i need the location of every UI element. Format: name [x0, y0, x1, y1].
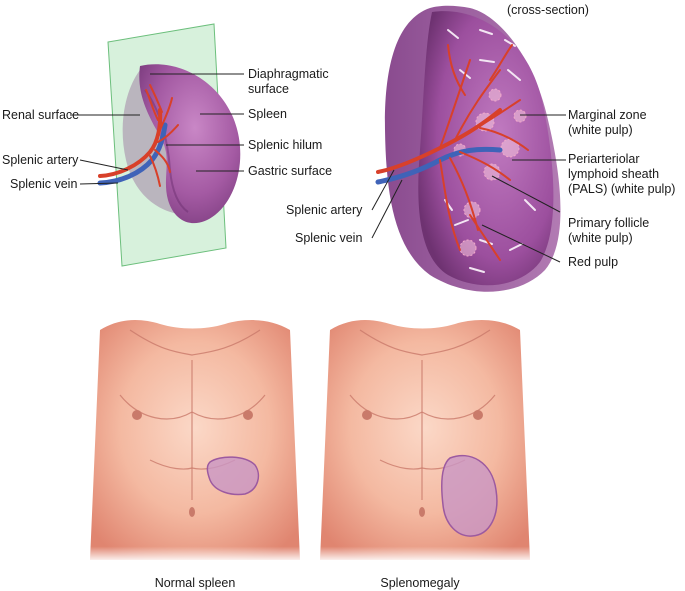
label-primary-follicle-line2: (white pulp)	[568, 231, 633, 245]
label-splenic-hilum: Splenic hilum	[248, 138, 323, 152]
torso-splenomegaly	[315, 320, 535, 562]
label-renal-surface: Renal surface	[2, 108, 80, 122]
label-spleen: Spleen	[248, 107, 287, 121]
external-leader-lines	[70, 73, 244, 185]
label-cross-section-title: (cross-section)	[507, 3, 589, 17]
external-spleen-view	[70, 23, 244, 267]
right-nipple-enlarged	[473, 410, 483, 420]
right-nipple-normal	[243, 410, 253, 420]
label-marginal-zone-line2: (white pulp)	[568, 123, 633, 137]
cross-section-spleen-view	[371, 5, 566, 292]
label-diaphragmatic-surface-line2: surface	[248, 82, 289, 96]
caption-splenomegaly: Splenomegaly	[380, 576, 460, 590]
spleen-body	[139, 64, 241, 224]
label-pals-line2: lymphoid sheath	[568, 167, 660, 181]
label-splenic-artery-external: Splenic artery	[2, 153, 79, 167]
torso-normal	[85, 320, 305, 562]
left-nipple-normal	[132, 410, 142, 420]
label-splenic-artery-cross-section: Splenic artery	[286, 203, 363, 217]
label-splenic-vein-external: Splenic vein	[10, 177, 78, 191]
label-red-pulp: Red pulp	[568, 255, 619, 269]
label-pals-line3: (PALS) (white pulp)	[568, 182, 676, 196]
left-nipple-enlarged	[362, 410, 372, 420]
external-artery-branches	[145, 84, 179, 187]
label-primary-follicle-line1: Primary follicle	[568, 216, 650, 230]
cs-artery-branches	[439, 44, 529, 261]
normal-spleen-outline	[206, 456, 260, 496]
label-gastric-surface: Gastric surface	[248, 164, 333, 178]
label-pals-line1: Periarteriolar	[568, 152, 640, 166]
label-splenic-vein-cross-section: Splenic vein	[295, 231, 363, 245]
label-marginal-zone-line1: Marginal zone	[568, 108, 647, 122]
caption-normal-spleen: Normal spleen	[154, 576, 236, 590]
cs-leader-lines	[371, 114, 566, 263]
external-splenic-artery	[98, 108, 163, 178]
label-diaphragmatic-surface-line1: Diaphragmatic	[248, 67, 329, 81]
